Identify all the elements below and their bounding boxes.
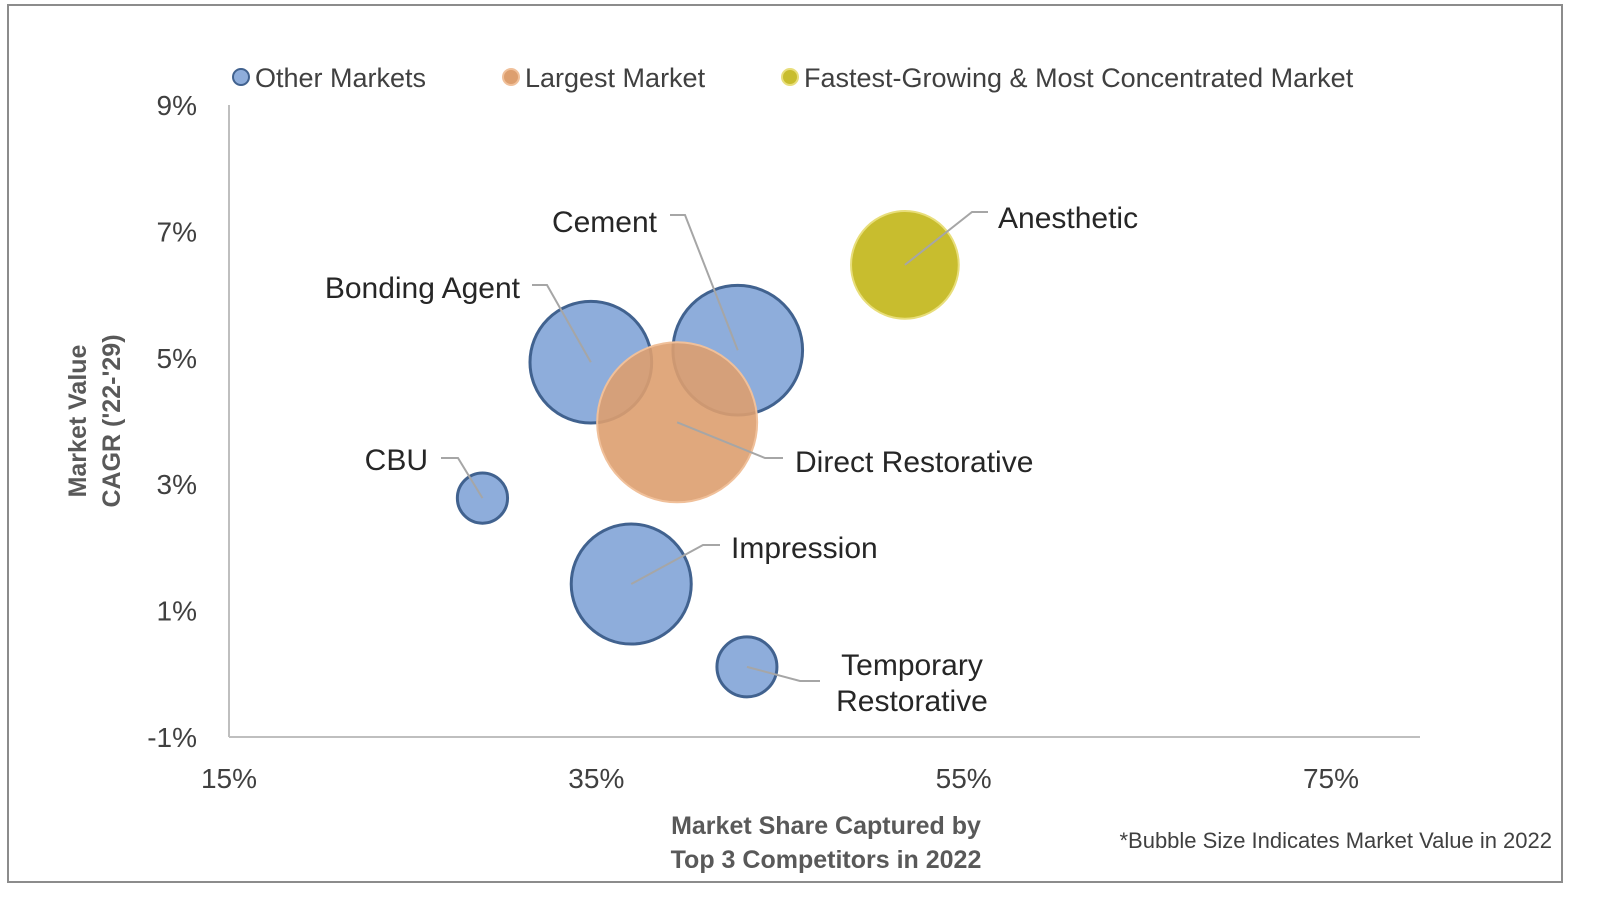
x-tick-label: 15% bbox=[201, 763, 257, 794]
y-tick-label: 7% bbox=[157, 216, 197, 247]
leader-lines bbox=[441, 211, 988, 682]
bubble-label: Temporary bbox=[841, 649, 983, 682]
chart-frame bbox=[7, 4, 1563, 883]
y-tick-label: -1% bbox=[147, 722, 197, 753]
y-tick-label: 5% bbox=[157, 343, 197, 374]
legend-label: Other Markets bbox=[255, 63, 426, 93]
bubble-label: Cement bbox=[552, 206, 658, 239]
bubble-cbu bbox=[455, 471, 510, 525]
legend-label: Fastest-Growing & Most Concentrated Mark… bbox=[804, 63, 1354, 93]
leader-line bbox=[630, 544, 720, 585]
bubble-label: Restorative bbox=[836, 685, 988, 718]
leader-line bbox=[532, 284, 592, 363]
y-tick-label: 9% bbox=[157, 90, 197, 121]
leader-line bbox=[904, 211, 988, 266]
x-tick-label: 55% bbox=[936, 763, 992, 794]
legend-marker bbox=[502, 68, 520, 86]
legend-marker bbox=[232, 68, 250, 86]
x-axis-title-line1: Market Share Captured by bbox=[671, 812, 981, 840]
x-tick-label: 75% bbox=[1303, 763, 1359, 794]
bubble-label: Impression bbox=[731, 532, 878, 565]
leader-line bbox=[670, 214, 739, 351]
x-tick-labels: 15% 35% 55% 75% bbox=[201, 763, 1359, 794]
y-tick-label: 1% bbox=[157, 596, 197, 627]
legend-label: Largest Market bbox=[525, 63, 706, 93]
legend: Other Markets Largest Market Fastest-Growi… bbox=[232, 63, 1354, 93]
legend-marker bbox=[781, 68, 799, 86]
bubble-label: Bonding Agent bbox=[325, 272, 521, 305]
bubble-label: CBU bbox=[365, 444, 428, 477]
leader-line bbox=[441, 457, 484, 499]
leader-line bbox=[676, 421, 783, 459]
x-axis-title-line2: Top 3 Competitors in 2022 bbox=[671, 846, 982, 874]
y-tick-label: 3% bbox=[157, 469, 197, 500]
leader-line bbox=[746, 665, 820, 682]
y-tick-labels: 9% 7% 5% 3% 1% -1% bbox=[147, 90, 197, 753]
bubble-label: Anesthetic bbox=[998, 202, 1138, 235]
x-tick-label: 35% bbox=[568, 763, 624, 794]
y-axis-title-line2: CAGR ('22-'29) bbox=[98, 334, 126, 507]
y-axis-title-line1: Market Value bbox=[64, 344, 92, 497]
footnote: *Bubble Size Indicates Market Value in 2… bbox=[1119, 828, 1552, 853]
bubble-label: Direct Restorative bbox=[795, 446, 1033, 479]
